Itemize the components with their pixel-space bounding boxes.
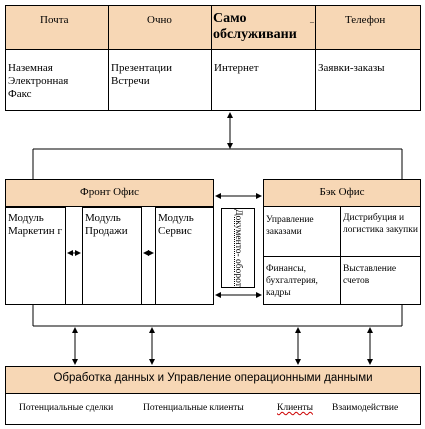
data-processing-title: Обработка данных и Управление операционн… <box>53 372 373 384</box>
module-marketing-label: Модуль Маркетин г <box>8 212 62 237</box>
channels-items-row <box>5 49 421 111</box>
module-service <box>155 207 214 305</box>
channel-header-mail: Почта <box>40 14 69 26</box>
data-item-potential-clients: Потенциальные клиенты <box>143 403 244 413</box>
channel-item: Электронная <box>8 75 69 87</box>
channel-header-accent: _ <box>310 15 314 24</box>
channels-divider-1 <box>108 5 109 111</box>
channel-items-phone: Заявки-заказы <box>318 62 385 75</box>
data-item-interaction: Взаимодействие <box>332 403 399 413</box>
doc-flow-box <box>221 208 255 288</box>
data-item-clients: Клиенты <box>277 403 313 413</box>
front-office-header <box>5 179 214 207</box>
data-processing-header <box>5 366 421 394</box>
channel-item: Факс <box>8 88 32 100</box>
back-office-title: Бэк Офис <box>319 186 365 198</box>
channel-header-phone: Телефон <box>345 14 386 26</box>
channel-item: Наземная <box>8 62 53 74</box>
front-office-title: Фронт Офис <box>80 186 139 198</box>
channel-item: Встречи <box>111 75 150 87</box>
channel-header-in-person: Очно <box>147 14 172 26</box>
channel-item: Презентации <box>111 62 173 74</box>
module-marketing <box>5 207 66 305</box>
channel-items-in-person: Презентации Встречи <box>111 62 172 88</box>
back-office-finance: Финансы, бухгалтерия, кадры <box>266 264 318 298</box>
module-sales-label: Модуль Продажи <box>85 212 128 237</box>
channel-header-self-service: Само обслуживани <box>213 11 297 42</box>
channels-header-row <box>5 5 421 50</box>
back-office-distribution: Дистрибуция и логистика закупки <box>343 213 418 235</box>
channel-items-mail: Наземная Электронная Факс <box>8 62 68 101</box>
back-office-billing: Выставление счетов <box>343 264 397 286</box>
module-sales <box>82 207 142 305</box>
channel-item: Заявки-заказы <box>318 62 385 74</box>
module-service-label: Модуль Сервис <box>158 212 194 237</box>
channel-items-self-service: Интернет <box>214 62 259 75</box>
back-office-hdivider <box>263 256 421 257</box>
data-processing-body <box>5 393 421 425</box>
data-item-potential-deals: Потенциальные сделки <box>19 403 114 413</box>
back-office-orders: Управление заказами <box>266 215 314 237</box>
channels-divider-2 <box>211 5 212 111</box>
back-office-header <box>263 179 421 207</box>
channels-divider-3 <box>315 5 316 111</box>
channel-item: Интернет <box>214 62 259 74</box>
